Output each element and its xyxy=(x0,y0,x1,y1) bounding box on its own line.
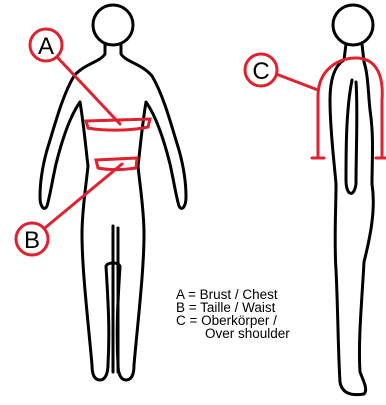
side-arm xyxy=(346,80,357,193)
marker-a-label: A xyxy=(38,33,54,60)
front-measure-lines xyxy=(40,58,150,232)
over-shoulder-leader-line xyxy=(276,74,318,90)
side-head xyxy=(333,5,373,45)
marker-b: B xyxy=(16,223,48,255)
side-body-outline xyxy=(330,44,373,395)
legend: A = Brust / Chest B = Taille / Waist C =… xyxy=(176,288,376,340)
legend-line-c2: Over shoulder xyxy=(176,327,376,340)
marker-b-label: B xyxy=(24,227,40,254)
marker-a: A xyxy=(30,29,62,61)
front-head xyxy=(93,5,133,45)
marker-c-label: C xyxy=(252,58,269,85)
marker-c: C xyxy=(245,54,277,86)
